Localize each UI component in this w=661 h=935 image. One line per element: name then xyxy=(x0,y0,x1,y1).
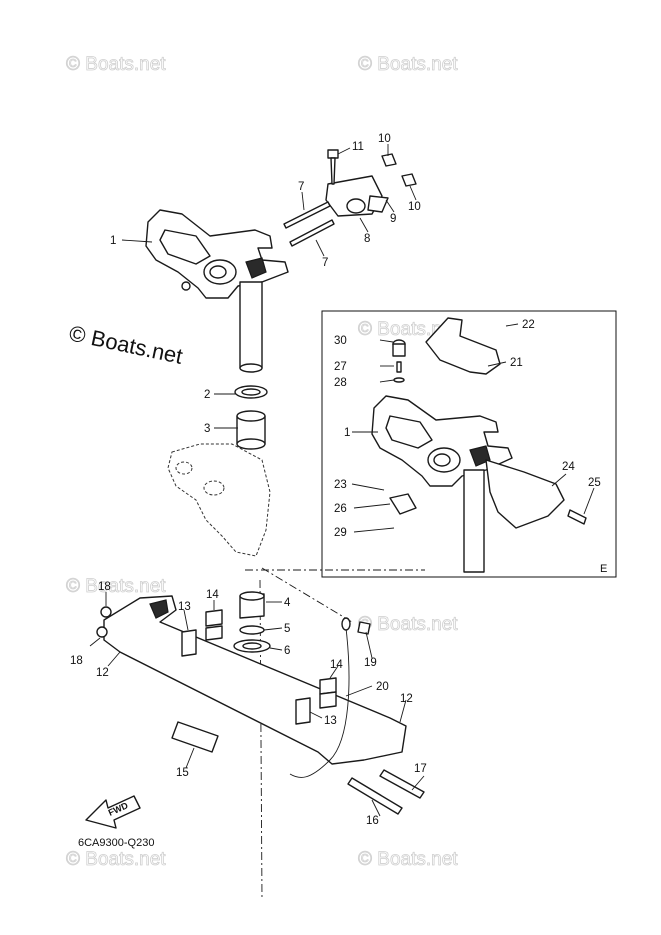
steering-shaft xyxy=(239,281,263,373)
diagram-code: 6CA9300-Q230 xyxy=(78,837,154,849)
callout-10-upper: 10 xyxy=(378,133,391,145)
bolt-part-11 xyxy=(327,149,339,185)
nuts-part-10 xyxy=(381,153,417,187)
studs-part-7 xyxy=(283,201,335,247)
inset-callout-26: 26 xyxy=(334,503,347,515)
watermark-bottom-right: © Boats.net xyxy=(358,849,458,870)
bushing-part-3 xyxy=(236,410,266,450)
inset-callout-24: 24 xyxy=(562,461,575,473)
callout-7-upper: 7 xyxy=(298,181,304,193)
callout-7-lower: 7 xyxy=(322,257,328,269)
swivel-bracket-ghost xyxy=(167,443,271,557)
ground-lead-part-20 xyxy=(289,627,350,778)
callout-2: 2 xyxy=(204,389,210,401)
callout-19: 19 xyxy=(364,657,377,669)
lead-terminal-upper xyxy=(341,617,351,631)
watermark-mid-right: © Boats.net xyxy=(358,614,458,635)
callout-18-lower: 18 xyxy=(70,655,83,667)
callout-18-upper: 18 xyxy=(98,581,111,593)
fwd-arrow-icon: FWD xyxy=(85,795,141,829)
inset-detail-box: E xyxy=(321,310,617,578)
leader-lines xyxy=(89,144,595,817)
callout-11: 11 xyxy=(352,141,364,153)
callout-4: 4 xyxy=(284,597,291,609)
callout-14-left: 14 xyxy=(206,589,219,601)
bracket-part-8 xyxy=(325,175,389,217)
inset-letter: E xyxy=(600,563,607,575)
callout-12-right: 12 xyxy=(400,693,413,705)
callout-14-right: 14 xyxy=(330,659,343,671)
inset-callout-28: 28 xyxy=(334,377,347,389)
callout-numbers: 1 2 3 4 5 6 7 7 8 9 10 10 11 12 12 13 13… xyxy=(70,133,601,827)
watermark-top-left: © Boats.net xyxy=(66,54,166,75)
bolts-part-18 xyxy=(96,606,112,638)
callout-10-lower: 10 xyxy=(408,201,421,213)
inset-callout-1: 1 xyxy=(344,427,350,439)
watermark-main: © Boats.net xyxy=(67,320,185,368)
watermark-layer: © Boats.net © Boats.net © Boats.net © Bo… xyxy=(66,54,459,871)
inset-callout-29: 29 xyxy=(334,527,347,539)
watermark-top-right: © Boats.net xyxy=(358,54,458,75)
callout-8: 8 xyxy=(364,233,370,245)
plate-part-15 xyxy=(171,721,219,753)
callout-17: 17 xyxy=(414,763,427,775)
watermark-mid-left: © Boats.net xyxy=(66,576,166,597)
bolt-part-19 xyxy=(357,621,371,635)
inset-callout-30: 30 xyxy=(334,335,347,347)
callout-1: 1 xyxy=(110,235,116,247)
inset-callout-22: 22 xyxy=(522,319,535,331)
callout-13-right: 13 xyxy=(324,715,337,727)
watermark-bottom-left: © Boats.net xyxy=(66,849,166,870)
callout-13-left: 13 xyxy=(178,601,191,613)
callout-3: 3 xyxy=(204,423,210,435)
bolts-part-16-17 xyxy=(347,769,425,815)
lower-mount-housing xyxy=(103,595,407,765)
inset-callout-25: 25 xyxy=(588,477,601,489)
bushing-part-2 xyxy=(234,385,268,399)
callout-6: 6 xyxy=(284,645,290,657)
callout-15: 15 xyxy=(176,767,189,779)
inset-callout-21: 21 xyxy=(510,357,523,369)
steering-bracket-upper xyxy=(145,209,289,299)
callout-9: 9 xyxy=(390,213,396,225)
callout-16: 16 xyxy=(366,815,379,827)
mount-rubber-assy xyxy=(233,591,271,653)
callout-12-left: 12 xyxy=(96,667,109,679)
callout-5: 5 xyxy=(284,623,290,635)
callout-20: 20 xyxy=(376,681,389,693)
inset-callout-23: 23 xyxy=(334,479,347,491)
inset-callout-27: 27 xyxy=(334,361,347,373)
